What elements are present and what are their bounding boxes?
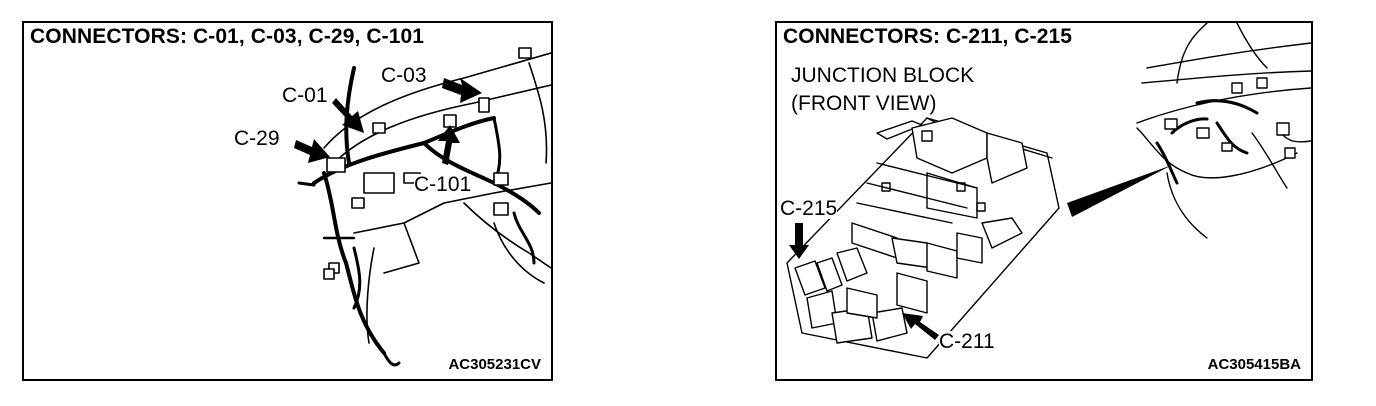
label-c29: C-29 [234,127,280,150]
figure-code: AC305231CV [448,356,541,373]
diagram-panel-junction-block: CONNECTORS: C-211, C-215 JUNCTION BLOCK … [775,21,1313,381]
junction-block-caption-line1: JUNCTION BLOCK [791,64,975,87]
panel-title: CONNECTORS: C-01, C-03, C-29, C-101 [30,25,429,49]
pointer-wedge [1067,165,1172,217]
label-c101: C-101 [414,173,472,196]
junction-block-caption-line2: (FRONT VIEW) [791,92,937,115]
arrow-c101 [438,125,460,165]
dashboard-wiring-illustration [294,47,551,367]
label-c03: C-03 [381,64,427,87]
arrow-c29 [294,139,330,163]
arrow-c215 [789,223,809,259]
junction-block-illustration [786,23,1311,359]
arrow-c03 [442,78,482,103]
arrow-c211 [902,313,939,340]
diagram-panel-dashboard-connectors: CONNECTORS: C-01, C-03, C-29, C-101 C-01… [22,21,553,381]
label-c211: C-211 [939,330,995,353]
label-c215: C-215 [780,197,838,220]
arrow-c01 [332,98,364,133]
figure-code: AC305415BA [1207,356,1301,373]
panel-title: CONNECTORS: C-211, C-215 [783,25,1077,49]
label-c01: C-01 [282,84,328,107]
